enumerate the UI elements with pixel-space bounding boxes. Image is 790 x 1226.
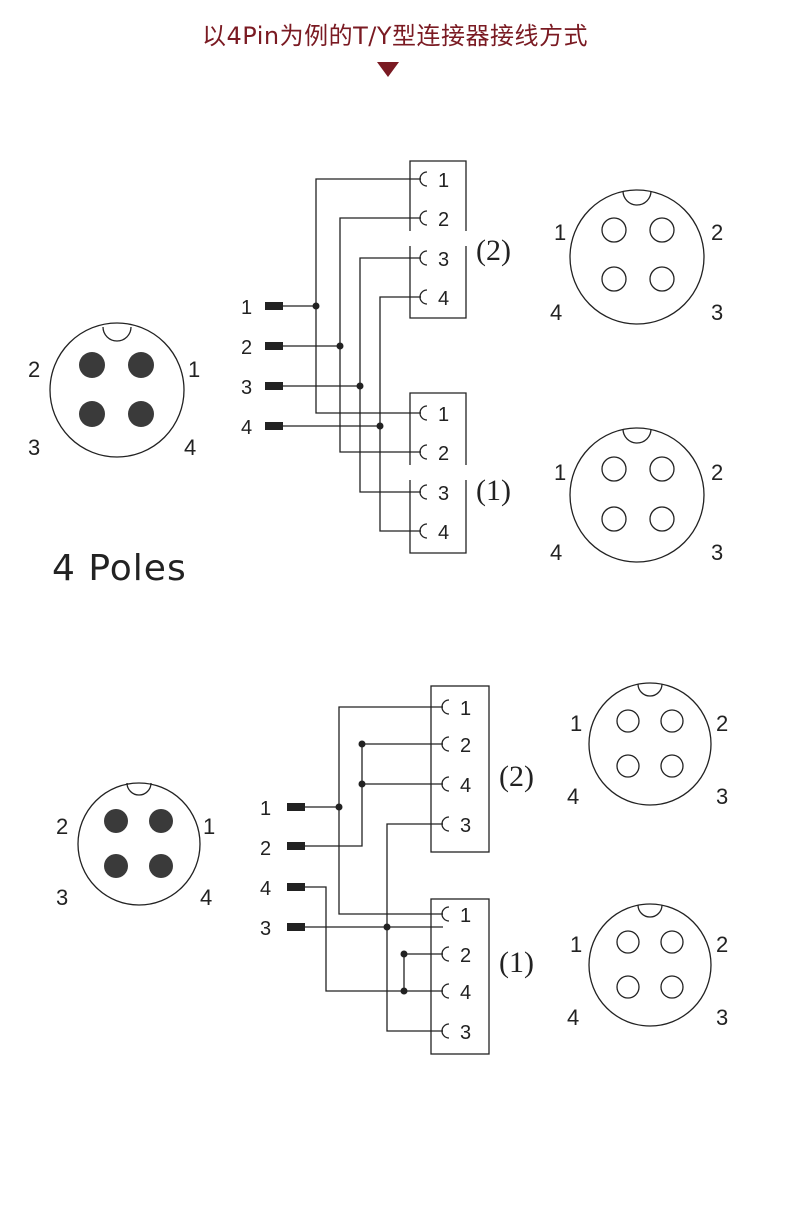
diagram2-main-connector (77, 782, 201, 906)
d2-out2-pin: 2 (460, 735, 471, 757)
page-title: 以4Pin为例的T/Y型连接器接线方式 (202, 22, 588, 50)
diagram2-labels: 2 1 3 4 1 2 4 3 1 2 4 3 (2) 1 2 4 3 (1) … (56, 698, 728, 1044)
diagram2-junctions (335, 740, 408, 995)
d1-output1-label: (1) (476, 474, 511, 507)
d1-out1-pin: 3 (438, 483, 449, 505)
d1-out1-pin: 2 (438, 443, 449, 465)
d1-input-label: 3 (241, 377, 252, 399)
d2-input-label: 4 (260, 878, 271, 900)
d2-input-label: 2 (260, 838, 271, 860)
diagram1-face-2 (569, 189, 705, 325)
d1-input-label: 2 (241, 337, 252, 359)
d2-main-label-top-right: 1 (203, 814, 215, 839)
d1-main-label-bottom-right: 4 (184, 435, 196, 460)
d2-face1-tl: 1 (570, 932, 582, 957)
d2-face1-tr: 2 (716, 932, 728, 957)
diagram2-face-1 (588, 903, 712, 1027)
d1-out2-pin: 4 (438, 288, 449, 310)
d1-out1-pin: 4 (438, 522, 449, 544)
d1-face1-br: 3 (711, 540, 723, 565)
d2-face1-br: 3 (716, 1005, 728, 1030)
diagram2-input-terminals (287, 803, 305, 931)
diagram1-output2-box (409, 160, 468, 319)
diagram2-output1-box (430, 898, 490, 1055)
d1-out1-pin: 1 (438, 404, 449, 426)
diagram1-input-terminals (265, 302, 283, 430)
d1-face2-tl: 1 (554, 220, 566, 245)
d1-face2-tr: 2 (711, 220, 723, 245)
d1-main-label-top-left: 2 (28, 357, 40, 382)
d2-main-label-top-left: 2 (56, 814, 68, 839)
diagram1-main-connector (49, 322, 185, 458)
d2-out2-pin: 4 (460, 775, 471, 797)
diagram2-face-2 (588, 682, 712, 806)
diagram2-wires (305, 706, 443, 1032)
diagram1-face-1 (569, 427, 705, 563)
d1-out2-pin: 3 (438, 249, 449, 271)
d1-face2-br: 3 (711, 300, 723, 325)
poles-label: 4 Poles (52, 548, 187, 589)
d1-main-label-bottom-left: 3 (28, 435, 40, 460)
d1-face1-tr: 2 (711, 460, 723, 485)
d2-main-label-bottom-right: 4 (200, 885, 212, 910)
d2-face2-tr: 2 (716, 711, 728, 736)
d1-input-label: 1 (241, 297, 252, 319)
d2-face2-br: 3 (716, 784, 728, 809)
d1-main-label-top-right: 1 (188, 357, 200, 382)
d2-input-label: 3 (260, 918, 271, 940)
d2-face2-tl: 1 (570, 711, 582, 736)
down-triangle-icon (377, 62, 399, 77)
d2-face2-bl: 4 (567, 784, 579, 809)
d2-out1-pin: 4 (460, 982, 471, 1004)
d1-face1-bl: 4 (550, 540, 562, 565)
d2-input-label: 1 (260, 798, 271, 820)
d1-face2-bl: 4 (550, 300, 562, 325)
d2-output2-label: (2) (499, 760, 534, 793)
diagram2-output2-box (430, 685, 490, 853)
diagram1-output1-box (409, 392, 468, 554)
d2-out2-pin: 1 (460, 698, 471, 720)
diagram1-wires (283, 178, 421, 532)
d2-out1-pin: 3 (460, 1022, 471, 1044)
d1-out2-pin: 1 (438, 170, 449, 192)
d1-out2-pin: 2 (438, 209, 449, 231)
diagram1-labels: 2 1 3 4 1 2 3 4 1 2 3 4 (2) 1 2 3 4 (1) … (28, 170, 723, 565)
d2-face1-bl: 4 (567, 1005, 579, 1030)
d2-main-label-bottom-left: 3 (56, 885, 68, 910)
d2-out2-pin: 3 (460, 815, 471, 837)
diagram1-junctions (312, 302, 384, 430)
d1-input-label: 4 (241, 417, 252, 439)
d2-output1-label: (1) (499, 946, 534, 979)
d2-out1-pin: 2 (460, 945, 471, 967)
d1-face1-tl: 1 (554, 460, 566, 485)
d1-output2-label: (2) (476, 234, 511, 267)
d2-out1-pin: 1 (460, 905, 471, 927)
